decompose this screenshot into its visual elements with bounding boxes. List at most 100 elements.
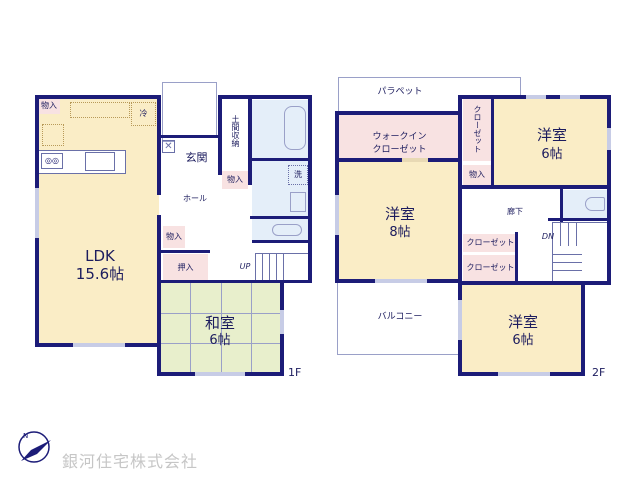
- toilet-icon-2f: [585, 197, 605, 211]
- closet-b: [463, 255, 518, 281]
- oshiire: [163, 254, 208, 280]
- storage-hall-upper: [222, 171, 248, 189]
- wall: [515, 232, 518, 284]
- window: [375, 279, 427, 283]
- storage-hall-upper-label: 物入: [227, 175, 243, 184]
- wall: [160, 250, 210, 253]
- storage-2f: [463, 165, 491, 185]
- room-youshitsu-8: [338, 162, 460, 280]
- storage-2f-label: 物入: [469, 170, 485, 179]
- room-ldk: [37, 97, 159, 345]
- floor-label-2f: 2F: [592, 366, 606, 379]
- hall-label: ホール: [183, 194, 207, 203]
- doma-storage-label: 土間収納: [231, 115, 240, 147]
- counter-dotted: [70, 102, 130, 118]
- wall: [308, 95, 312, 283]
- wic-opening: [402, 158, 428, 162]
- wall: [250, 158, 310, 161]
- washbasin-icon: [290, 192, 306, 212]
- svg-text:N: N: [23, 432, 28, 440]
- storage-kitchen-label: 物入: [41, 101, 57, 110]
- window: [195, 372, 245, 376]
- stairs-up-label: UP: [239, 262, 251, 271]
- washitsu-size: 6帖: [209, 333, 231, 348]
- wall: [160, 280, 312, 283]
- room-walkin-closet: [338, 113, 461, 160]
- toilet-icon: [272, 224, 302, 236]
- closet-a-label: クローゼット: [466, 238, 515, 247]
- sink-icon: [85, 152, 115, 171]
- washer-label: 洗: [294, 170, 302, 179]
- window: [498, 372, 550, 376]
- closet-b-label: クローゼット: [466, 263, 515, 272]
- fridge-label: 冷: [139, 109, 148, 118]
- room-doma-storage: [222, 100, 248, 162]
- genkan-label: 玄関: [185, 151, 208, 164]
- window: [560, 95, 580, 99]
- stove-icon: ◎◎: [41, 153, 63, 169]
- room-genkan: [175, 138, 218, 176]
- ldk-name: LDK: [85, 247, 115, 265]
- corridor-label: 廊下: [507, 207, 523, 216]
- youshitsu-se-size: 6帖: [512, 333, 534, 348]
- youshitsu-8-name: 洋室: [384, 205, 415, 223]
- stairs-2f: [552, 222, 608, 282]
- window: [458, 300, 462, 340]
- wall: [560, 187, 563, 222]
- storage-hall-lower-label: 物入: [166, 232, 182, 241]
- wall: [548, 218, 611, 221]
- stairs-dn-label: DN: [541, 232, 555, 241]
- wall: [252, 240, 310, 243]
- porch-outline: [162, 82, 217, 142]
- floor-label-1f: 1F: [288, 366, 302, 379]
- wall: [460, 185, 611, 189]
- wall: [218, 95, 312, 99]
- oshiire-label: 押入: [177, 263, 194, 272]
- wall: [335, 158, 462, 162]
- room-youshitsu-ne: [494, 99, 608, 187]
- window: [35, 188, 39, 238]
- wic-line2: クローゼット: [372, 145, 427, 155]
- window: [335, 195, 339, 235]
- balcony-label: バルコニー: [377, 312, 423, 322]
- balcony-outline: [337, 283, 461, 355]
- room-youshitsu-se: [462, 284, 584, 373]
- shoe-box-icon: ✕: [162, 140, 175, 153]
- ldk-size: 15.6帖: [75, 265, 125, 283]
- closet-vertical-label: クローゼット: [473, 105, 482, 153]
- wall: [491, 97, 494, 187]
- wall: [160, 135, 220, 138]
- wall: [248, 95, 252, 185]
- window: [73, 343, 125, 347]
- youshitsu-ne-name: 洋室: [536, 126, 567, 144]
- storage-hall-lower: [163, 226, 185, 248]
- pantry-dotted: [42, 124, 64, 146]
- window: [280, 310, 284, 334]
- wall: [218, 95, 222, 175]
- window: [526, 95, 546, 99]
- compass-bird-logo-icon: N: [18, 431, 51, 463]
- wall: [335, 111, 462, 115]
- company-name: 銀河住宅株式会社: [62, 452, 199, 471]
- wic-line1: ウォークイン: [372, 132, 427, 142]
- bathtub-icon: [284, 106, 306, 150]
- closet-vertical: [463, 99, 493, 161]
- wall: [460, 281, 611, 285]
- washitsu-name: 和室: [204, 314, 235, 332]
- wall: [458, 95, 462, 285]
- closet-a: [463, 234, 518, 252]
- washer-space: [288, 165, 308, 185]
- youshitsu-se-name: 洋室: [507, 313, 538, 331]
- storage-kitchen: [38, 98, 60, 114]
- window: [607, 128, 611, 150]
- wall: [581, 281, 585, 376]
- parapet-label: パラペット: [377, 87, 423, 97]
- youshitsu-8-size: 8帖: [389, 225, 411, 240]
- wall: [157, 95, 161, 195]
- wall: [35, 95, 160, 99]
- fridge-space: [131, 102, 156, 126]
- wall: [607, 95, 611, 285]
- wall: [250, 216, 310, 219]
- wall: [157, 215, 161, 375]
- youshitsu-ne-size: 6帖: [541, 147, 563, 162]
